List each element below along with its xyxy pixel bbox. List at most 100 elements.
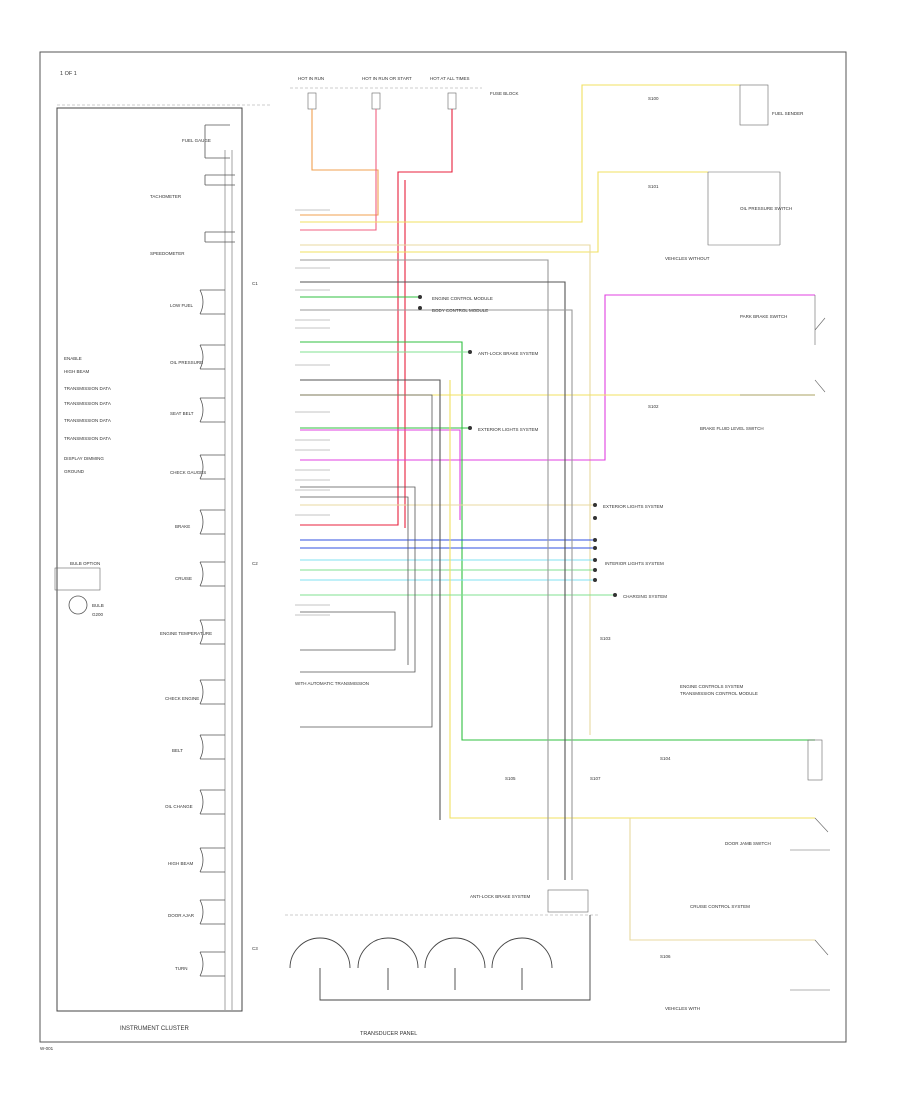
ground-label: G200: [92, 612, 104, 617]
wire-gray-1: [300, 259, 549, 880]
cluster-item: OIL CHANGE: [165, 804, 193, 809]
wire-green-2: [300, 341, 815, 741]
cluster-item: BRAKE: [175, 524, 190, 529]
splice: S106: [660, 954, 671, 959]
engine-controls-label: ENGINE CONTROLS SYSTEM: [680, 684, 744, 689]
figure-id: W-001: [40, 1046, 54, 1051]
fuse-icon: [307, 92, 317, 110]
note-1: VEHICLES WITHOUT: [665, 256, 710, 261]
abs-label: ANTI-LOCK BRAKE SYSTEM: [470, 894, 531, 899]
anti-lock-label: ANTI-LOCK BRAKE SYSTEM: [478, 351, 539, 356]
bulb-icon: [199, 509, 225, 535]
legend-item: GROUND: [64, 469, 85, 474]
connector-c1: C1: [252, 281, 258, 286]
splice: S105: [505, 776, 516, 781]
wire-orange: [300, 109, 379, 216]
gauge-terminal: [204, 174, 235, 186]
legend-item: DISPLAY DIMMING: [64, 456, 104, 461]
bulb-icon: [199, 847, 225, 873]
right-components: FUEL SENDER OIL PRESSURE SWITCH PARK BRA…: [700, 84, 830, 991]
legend: ENABLE HIGH BEAM TRANSMISSION DATA TRANS…: [64, 356, 111, 474]
cluster-item: CHECK ENGINE: [165, 696, 199, 701]
wire-yellow-2: [300, 171, 708, 253]
transducer-title: TRANSDUCER PANEL: [360, 1031, 417, 1037]
wire-tan-2: [629, 818, 815, 941]
splice: S104: [660, 756, 671, 761]
cluster-items: FUEL GAUGE TACHOMETER SPEEDOMETER LOW FU…: [150, 138, 212, 971]
bulb-option-box: [54, 567, 101, 591]
body-control-module-label: BODY CONTROL MODULE: [432, 308, 488, 313]
module-labels: ENGINE CONTROL MODULE BODY CONTROL MODUL…: [418, 295, 758, 909]
wire-magenta-2: [300, 429, 461, 520]
gauge-dial: [424, 937, 486, 969]
oil-pressure-label: OIL PRESSURE SWITCH: [740, 206, 792, 211]
cluster-item: LOW FUEL: [170, 303, 194, 308]
gauge-return-wire: [319, 915, 591, 1001]
section-title: 1 OF 1: [60, 71, 77, 77]
cluster-item: OIL PRESSURE: [170, 360, 203, 365]
fuse-block: HOT IN RUN HOT IN RUN OR START HOT AT AL…: [290, 76, 519, 110]
wire-group: [300, 84, 815, 941]
park-brake-label: PARK BRAKE SWITCH: [740, 314, 787, 319]
harness-rows: [295, 209, 330, 616]
bulb-icon: [199, 454, 225, 480]
engine-control-module-label: ENGINE CONTROL MODULE: [432, 296, 493, 301]
legend-item: TRANSMISSION DATA: [64, 436, 111, 441]
gauge-dial: [357, 937, 419, 969]
transmission-label: TRANSMISSION CONTROL MODULE: [680, 691, 758, 696]
bulb-icon: [199, 899, 225, 925]
wire-dark-loops: [300, 394, 433, 728]
note-3: WITH AUTOMATIC TRANSMISSION: [295, 681, 369, 686]
gauge-terminal: [204, 124, 230, 159]
cluster-item: FUEL GAUGE: [182, 138, 211, 143]
bulb-option: BULB OPTION BULB G200: [54, 561, 104, 617]
wire-pink: [300, 109, 377, 231]
bulb-icon: [199, 397, 225, 423]
wire-red: [300, 109, 453, 526]
ext-lights-label: EXTERIOR LIGHTS SYSTEM: [478, 427, 539, 432]
cluster-item: DOOR AJAR: [168, 913, 195, 918]
bulb-label: BULB: [92, 603, 104, 608]
bulb-icon: [68, 595, 88, 615]
fuse-2-label: HOT IN RUN OR START: [362, 76, 412, 81]
wire-gray-2: [300, 281, 566, 880]
bulb-icon: [199, 679, 225, 705]
fuel-sender-box: [739, 84, 769, 126]
fuse-icon: [447, 92, 457, 110]
cluster-item: CRUISE: [175, 576, 192, 581]
fuse-1-label: HOT IN RUN: [298, 76, 324, 81]
wire-gray-3: [300, 309, 573, 880]
interior-lights-label: INTERIOR LIGHTS SYSTEM: [605, 561, 664, 566]
cruise-label: CRUISE CONTROL SYSTEM: [690, 904, 750, 909]
exterior-lights-label: EXTERIOR LIGHTS SYSTEM: [603, 504, 664, 509]
gauge-dial: [491, 937, 553, 969]
splice: S103: [600, 636, 611, 641]
splice: S102: [648, 404, 659, 409]
cluster-item: CHECK GAUGES: [170, 470, 206, 475]
legend-item: TRANSMISSION DATA: [64, 418, 111, 423]
wire-tan: [300, 244, 591, 735]
wire-gray-4: [300, 379, 441, 820]
cluster-item: TACHOMETER: [150, 194, 182, 199]
cluster-item: ENGINE TEMPERATURE: [160, 631, 212, 636]
gauge-stubs: [387, 968, 523, 990]
bulb-icon: [199, 344, 225, 370]
splice: S107: [590, 776, 601, 781]
sensor-box: [807, 739, 823, 781]
cluster-bulbs: [199, 124, 235, 977]
instrument-cluster-box: [56, 107, 243, 1012]
bulb-icon: [199, 561, 225, 587]
bulb-option-label: BULB OPTION: [70, 561, 100, 566]
legend-item: ENABLE: [64, 356, 82, 361]
bulb-icon: [199, 951, 225, 977]
charging-label: CHARGING SYSTEM: [623, 594, 667, 599]
note-2: VEHICLES WITH: [665, 1006, 700, 1011]
door-switch-label: DOOR JAMB SWITCH: [725, 841, 771, 846]
fuse-3-label: HOT AT ALL TIMES: [430, 76, 470, 81]
cluster-item: SEAT BELT: [170, 411, 194, 416]
transducer-connector: [547, 889, 589, 913]
legend-item: HIGH BEAM: [64, 369, 90, 374]
bulb-icon: [199, 289, 225, 315]
bulb-icon: [199, 619, 225, 645]
